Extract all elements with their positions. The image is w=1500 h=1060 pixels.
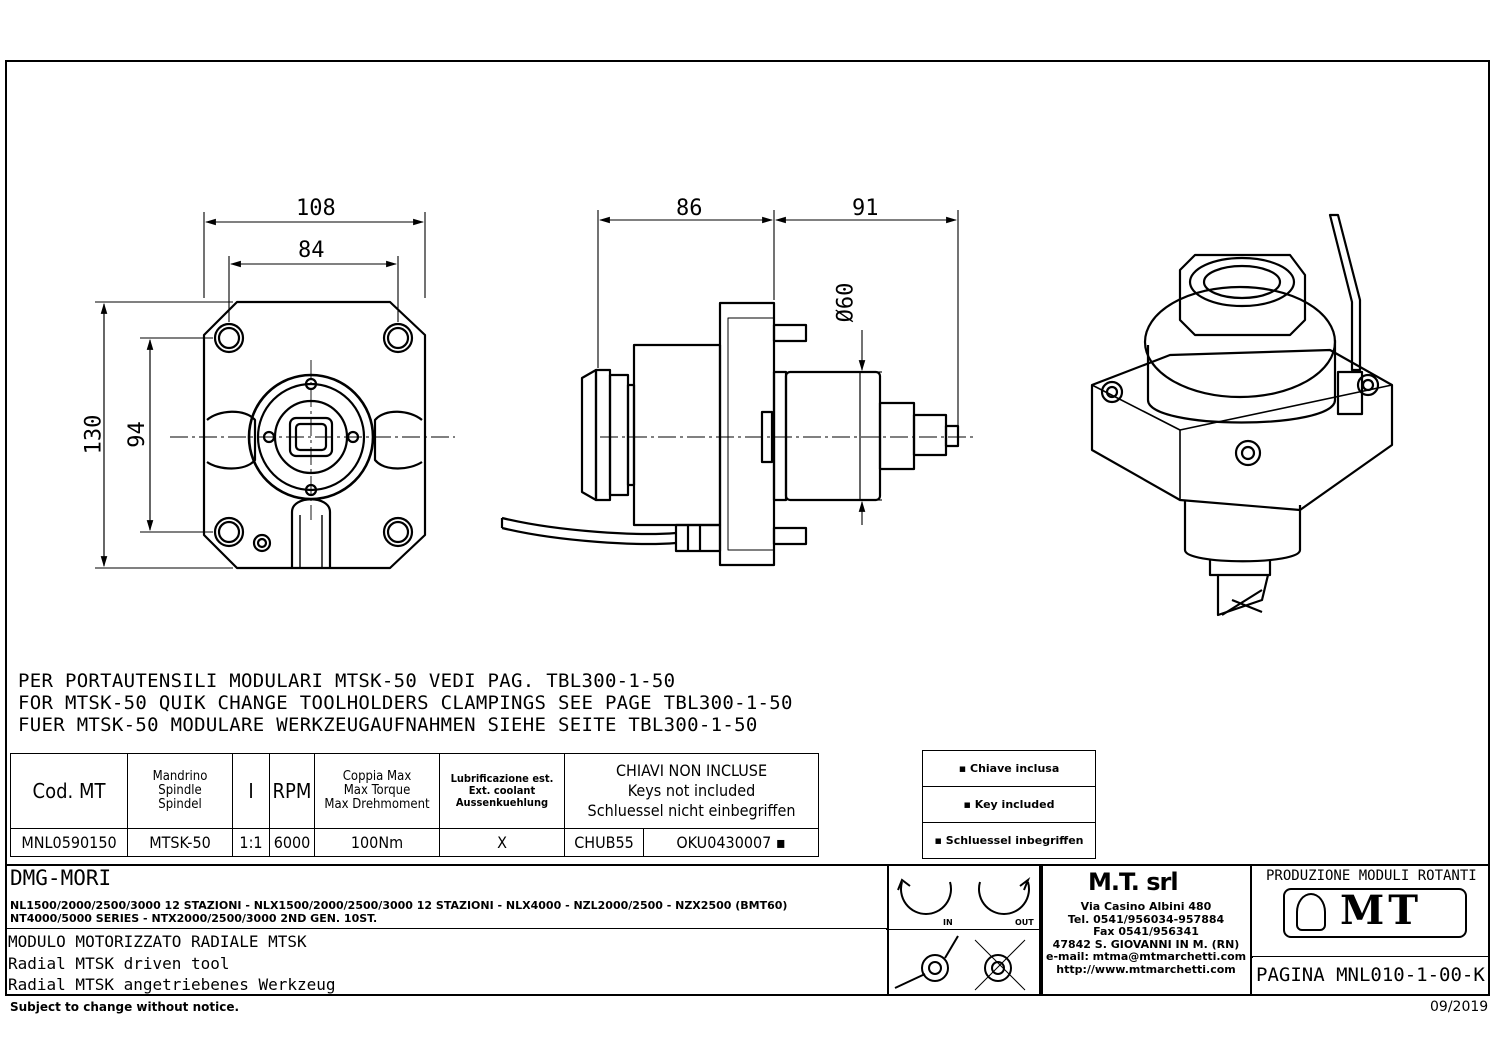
notice: Subject to change without notice.	[10, 1000, 240, 1014]
header-cod: Cod. MT	[10, 753, 128, 829]
date: 09/2019	[1430, 999, 1489, 1015]
rotation-in-label: IN	[943, 918, 953, 927]
header-ratio: I	[232, 753, 270, 829]
dim-86: 86	[676, 196, 703, 221]
legend-en: ▪ Key included	[922, 786, 1096, 823]
front-view	[202, 300, 427, 570]
logo-text: MT	[1340, 887, 1423, 934]
dim-91: 91	[852, 196, 879, 221]
production-label: PRODUZIONE MODULI ROTANTI	[1266, 868, 1477, 884]
dim-130: 130	[81, 414, 107, 455]
company-name: M.T. srl	[1088, 868, 1179, 896]
iso-view	[1090, 213, 1394, 617]
side-view	[500, 301, 960, 567]
machine-brand: DMG-MORI	[10, 866, 112, 890]
cell-cod: MNL0590150	[10, 828, 128, 857]
desc-de: Radial MTSK angetriebenes Werkzeug	[8, 975, 336, 994]
cell-torque: 100Nm	[314, 828, 440, 857]
note-it: PER PORTAUTENSILI MODULARI MTSK-50 VEDI …	[18, 670, 676, 692]
legend-de: ▪ Schluessel inbegriffen	[922, 822, 1096, 859]
cell-coolant: X	[439, 828, 565, 857]
company-block	[1041, 864, 1252, 996]
cell-key2: OKU0430007 ▪	[643, 828, 819, 857]
cell-rpm: 6000	[269, 828, 315, 857]
cell-spindle: MTSK-50	[127, 828, 233, 857]
logo-tool-icon	[1296, 893, 1326, 931]
dim-84: 84	[298, 238, 325, 263]
header-rpm: RPM	[269, 753, 315, 829]
icon-divider	[887, 929, 1041, 931]
page-number: PAGINA MNL010-1-00-K	[1256, 964, 1485, 986]
dim-94: 94	[124, 421, 150, 448]
company-address: Via Casino Albini 480 Tel. 0541/956034-9…	[1046, 900, 1247, 976]
title-divider	[5, 928, 887, 930]
legend-it: ▪ Chiave inclusa	[922, 750, 1096, 787]
note-de: FUER MTSK-50 MODULARE WERKZEUGAUFNAHMEN …	[18, 714, 758, 736]
machine-models-2: NT4000/5000 SERIES - NTX2000/2500/3000 2…	[10, 912, 378, 925]
desc-it: MODULO MOTORIZZATO RADIALE MTSK	[8, 932, 307, 951]
rotation-out-label: OUT	[1015, 918, 1034, 927]
title-block	[5, 864, 1490, 996]
mt-logo	[1283, 888, 1467, 938]
cell-ratio: 1:1	[232, 828, 270, 857]
key-legend: ▪ Chiave inclusa ▪ Key included ▪ Schlue…	[922, 750, 1096, 859]
dim-diameter-60: Ø60	[833, 282, 859, 323]
dim-108: 108	[296, 196, 336, 221]
page-divider	[1252, 956, 1490, 958]
cell-key1: CHUB55	[564, 828, 644, 857]
desc-en: Radial MTSK driven tool	[8, 954, 230, 973]
machine-models-1: NL1500/2000/2500/3000 12 STAZIONI - NLX1…	[10, 899, 788, 912]
note-en: FOR MTSK-50 QUIK CHANGE TOOLHOLDERS CLAM…	[18, 692, 793, 714]
